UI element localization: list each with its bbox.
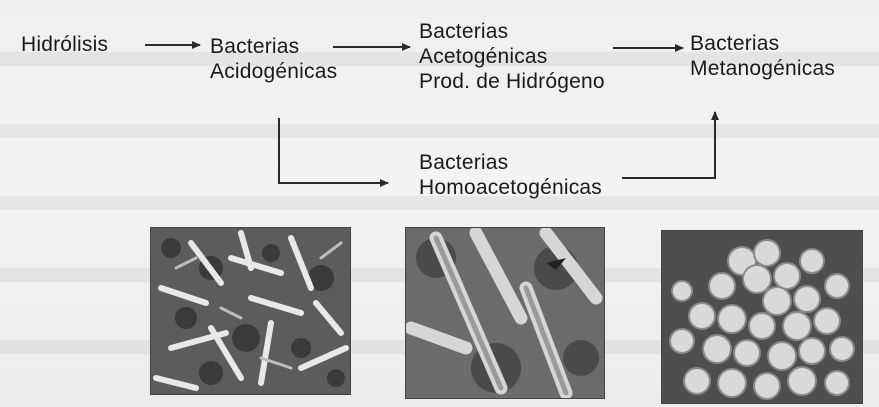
arrow-homoacetogenicas-to-metanogenicas: [622, 112, 715, 178]
node-homoacetogenicas-line-2: Homoacetogénicas: [419, 175, 602, 200]
node-bacterias-metanogenicas: Bacterias Metanogénicas: [690, 31, 835, 81]
node-metanogenicas-line-1: Bacterias: [690, 31, 835, 56]
node-acetogenicas-line-2: Acetogénicas: [419, 44, 605, 69]
node-bacterias-acetogenicas: Bacterias Acetogénicas Prod. de Hidrógen…: [419, 19, 605, 94]
micrograph-rod-bacteria-closeup-image: [406, 228, 604, 398]
micrograph-coccoid-clusters: [661, 230, 863, 404]
node-hidrolisis: Hidrólisis: [21, 32, 108, 57]
node-hidrolisis-line-1: Hidrólisis: [21, 32, 108, 57]
micrograph-coccoid-clusters-image: [662, 231, 862, 403]
arrow-acidogenicas-to-homoacetogenicas: [279, 118, 388, 183]
node-metanogenicas-line-2: Metanogénicas: [690, 56, 835, 81]
node-bacterias-homoacetogenicas: Bacterias Homoacetogénicas: [419, 150, 602, 200]
node-acidogenicas-line-1: Bacterias: [210, 34, 337, 59]
micrograph-rod-bacteria-mat: [150, 227, 351, 395]
node-bacterias-acidogenicas: Bacterias Acidogénicas: [210, 34, 337, 84]
node-homoacetogenicas-line-1: Bacterias: [419, 150, 602, 175]
node-acidogenicas-line-2: Acidogénicas: [210, 59, 337, 84]
micrograph-rod-bacteria-closeup: [405, 227, 605, 399]
node-acetogenicas-line-1: Bacterias: [419, 19, 605, 44]
node-acetogenicas-line-3: Prod. de Hidrógeno: [419, 69, 605, 94]
micrograph-rod-bacteria-mat-image: [151, 228, 350, 394]
